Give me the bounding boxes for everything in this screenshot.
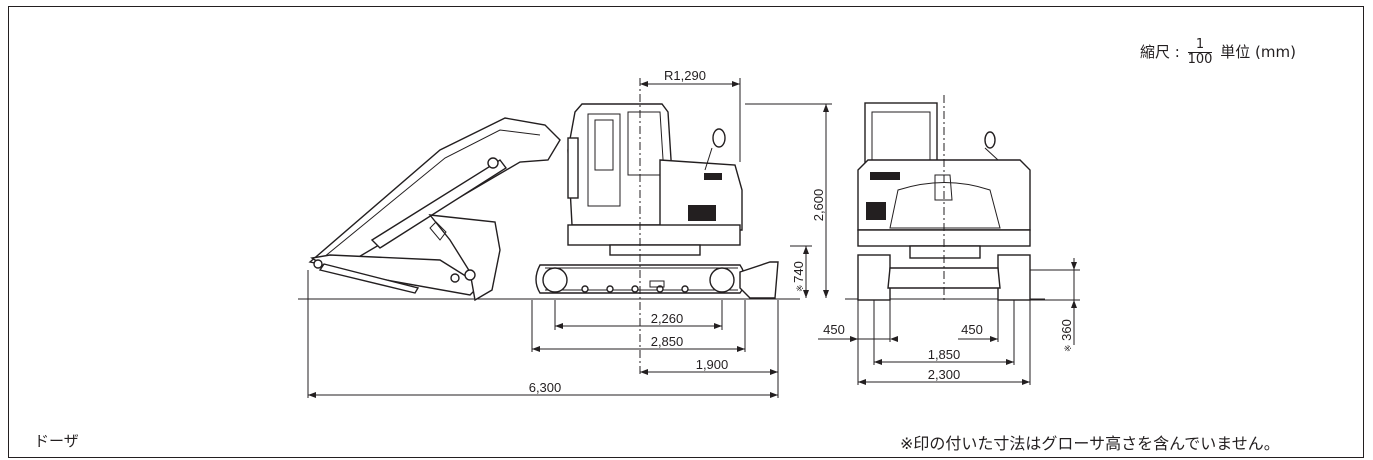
dozer-blade [739,261,779,299]
side-view [308,103,779,302]
dim-overall-width: 2,300 [928,367,961,382]
dim-blade-height: 740 [791,261,806,283]
scale-prefix: 縮尺 : [1140,43,1180,61]
sprocket-wheel [709,267,735,293]
mirror [712,128,726,148]
boom [308,117,561,269]
dim-tumbler-distance: 2,260 [651,311,684,326]
dim-shoe-width-right: 450 [961,322,983,337]
scale-denominator: 100 [1187,52,1213,67]
dim-blade-distance: 1,900 [696,357,729,372]
idler-wheel [542,267,568,293]
dim-transport-length: 6,300 [529,380,562,395]
dim-overall-height: 2,600 [811,189,826,222]
front-view [857,95,1031,301]
scale-numerator: 1 [1187,38,1213,53]
footnote: ※印の付いた寸法はグローサ高さを含んでいません。 [900,434,1280,453]
cab-door [587,113,621,207]
type-label: ドーザ [34,432,79,450]
scale-fraction: 1 100 [1187,38,1213,67]
boom-cylinder [370,159,508,249]
dim-track-gauge: 1,850 [928,347,961,362]
dim-shoe-width-left: 450 [823,322,845,337]
bucket [428,214,501,302]
dim-blade-note-mark: ※ [795,284,805,292]
dim-crawler-length: 2,850 [651,334,684,349]
dim-tail-radius: R1,290 [664,68,706,83]
right-track [997,254,1031,301]
front-mirror [984,131,996,149]
dim-ground-clearance: 360 [1059,319,1074,341]
unit-label: 単位 (mm) [1220,43,1296,61]
drawing-frame [8,6,1364,458]
arm-cylinder [318,263,420,294]
left-track [857,254,891,301]
dim-clearance-note-mark: ※ [1063,344,1073,352]
scale-label: 縮尺 : 1 100 単位 (mm) [1140,38,1296,67]
upper-frame [567,224,741,246]
